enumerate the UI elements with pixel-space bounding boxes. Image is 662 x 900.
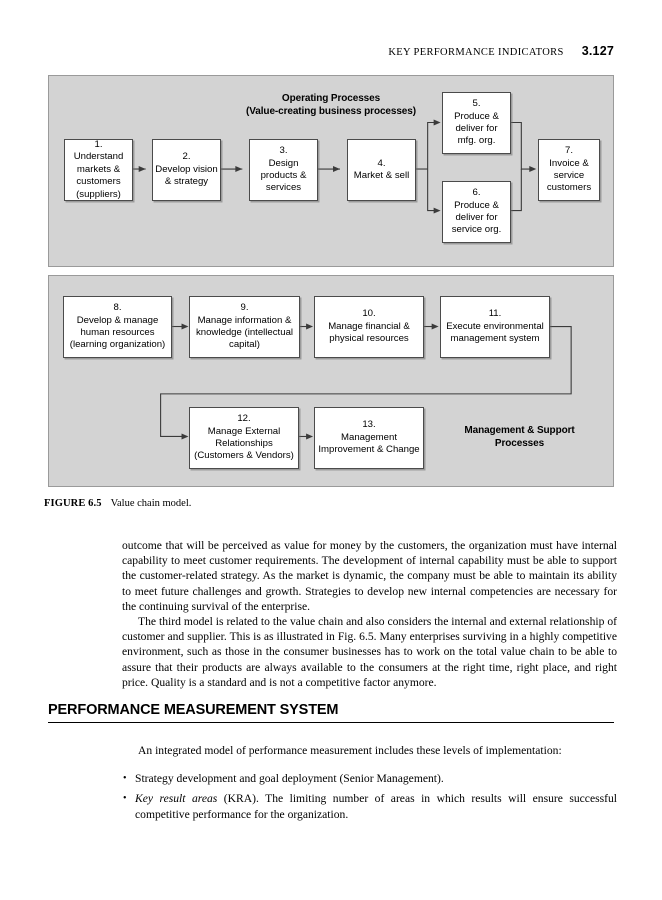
process-box-12-number: 12. <box>237 413 251 425</box>
process-box-9[interactable]: 9. Manage information & knowledge (intel… <box>189 296 300 358</box>
process-box-8-label: Develop & manage human resources (learni… <box>69 314 166 351</box>
process-box-7-label: Invoice & service customers <box>546 157 592 194</box>
figure-caption: FIGURE 6.5 Value chain model. <box>44 498 191 509</box>
bullet-1-text: Strategy development and goal deployment… <box>135 772 444 786</box>
process-box-10-number: 10. <box>362 308 376 320</box>
running-head: KEY PERFORMANCE INDICATORS 3.127 <box>388 44 614 58</box>
process-box-2-number: 2. <box>182 151 191 163</box>
support-title-line-2: Processes <box>494 438 545 449</box>
panel-management-support-processes: Management & Support Processes 8. Develo… <box>48 275 614 487</box>
running-head-title: KEY PERFORMANCE INDICATORS <box>388 47 564 58</box>
process-box-1[interactable]: 1. Understand markets & customers (suppl… <box>64 139 133 201</box>
process-box-3-label: Design products & services <box>260 157 307 194</box>
section-heading-block: PERFORMANCE MEASUREMENT SYSTEM <box>48 702 614 723</box>
process-box-13[interactable]: 13. Management Improvement & Change <box>314 407 424 469</box>
page-folio: 3.127 <box>581 44 614 58</box>
process-box-9-number: 9. <box>240 302 249 314</box>
process-box-8[interactable]: 8. Develop & manage human resources (lea… <box>63 296 172 358</box>
process-box-6-label: Produce & deliver for service org. <box>451 199 502 236</box>
process-box-4-label: Market & sell <box>353 170 410 181</box>
process-box-4-number: 4. <box>377 157 386 169</box>
process-box-1-number: 1. <box>94 138 103 150</box>
process-box-7[interactable]: 7. Invoice & service customers <box>538 139 600 201</box>
operating-title-line-2: (Value-creating business processes) <box>246 106 416 117</box>
operating-processes-title: Operating Processes (Value-creating busi… <box>49 92 613 118</box>
body-paragraph-1: outcome that will be perceived as value … <box>122 539 617 613</box>
process-box-6[interactable]: 6. Produce & deliver for service org. <box>442 181 511 243</box>
list-item: Key result areas (KRA). The limiting num… <box>122 791 617 821</box>
body-paragraph-2: The third model is related to the value … <box>122 615 617 689</box>
bullet-2-italic-lead: Key result areas <box>135 792 218 806</box>
figure-caption-label: FIGURE 6.5 <box>44 498 102 509</box>
process-box-4[interactable]: 4. Market & sell <box>347 139 416 201</box>
process-box-2[interactable]: 2. Develop vision & strategy <box>152 139 221 201</box>
process-box-5[interactable]: 5. Produce & deliver for mfg. org. <box>442 92 511 154</box>
section-intro-paragraph: An integrated model of performance measu… <box>138 744 562 757</box>
section-content: An integrated model of performance measu… <box>122 743 617 827</box>
process-box-8-number: 8. <box>113 302 122 314</box>
process-box-13-number: 13. <box>362 419 376 431</box>
panel-operating-processes: Operating Processes (Value-creating busi… <box>48 75 614 267</box>
support-title-line-1: Management & Support <box>464 425 575 436</box>
process-box-3[interactable]: 3. Design products & services <box>249 139 318 201</box>
process-box-9-label: Manage information & knowledge (intellec… <box>195 314 294 351</box>
body-text-column: outcome that will be perceived as value … <box>122 538 617 690</box>
bullet-2-text: (KRA). The limiting number of areas in w… <box>135 792 617 821</box>
process-box-3-number: 3. <box>279 145 288 157</box>
process-box-11[interactable]: 11. Execute environmental management sys… <box>440 296 550 358</box>
process-box-2-label: Develop vision & strategy <box>155 163 218 188</box>
figure-value-chain-model: Operating Processes (Value-creating busi… <box>48 75 614 487</box>
process-box-1-label: Understand markets & customers (supplier… <box>73 151 124 200</box>
section-heading-title: PERFORMANCE MEASUREMENT SYSTEM <box>48 702 339 718</box>
process-box-5-label: Produce & deliver for mfg. org. <box>454 110 499 147</box>
process-box-10-label: Manage financial & physical resources <box>328 320 410 345</box>
process-box-5-number: 5. <box>472 98 481 110</box>
operating-title-line-1: Operating Processes <box>281 93 381 104</box>
management-support-title: Management & Support Processes <box>427 424 612 450</box>
figure-caption-text: Value chain model. <box>110 498 192 509</box>
process-box-10[interactable]: 10. Manage financial & physical resource… <box>314 296 424 358</box>
process-box-6-number: 6. <box>472 187 481 199</box>
list-item: Strategy development and goal deployment… <box>122 771 617 786</box>
process-box-13-label: Management Improvement & Change <box>318 431 420 456</box>
section-heading-rule <box>48 722 614 723</box>
implementation-levels-list: Strategy development and goal deployment… <box>122 771 617 822</box>
process-box-12-label: Manage External Relationships (Customers… <box>194 425 294 462</box>
process-box-12[interactable]: 12. Manage External Relationships (Custo… <box>189 407 299 469</box>
process-box-11-label: Execute environmental management system <box>446 320 544 345</box>
process-box-11-number: 11. <box>488 308 502 320</box>
process-box-7-number: 7. <box>564 145 573 157</box>
